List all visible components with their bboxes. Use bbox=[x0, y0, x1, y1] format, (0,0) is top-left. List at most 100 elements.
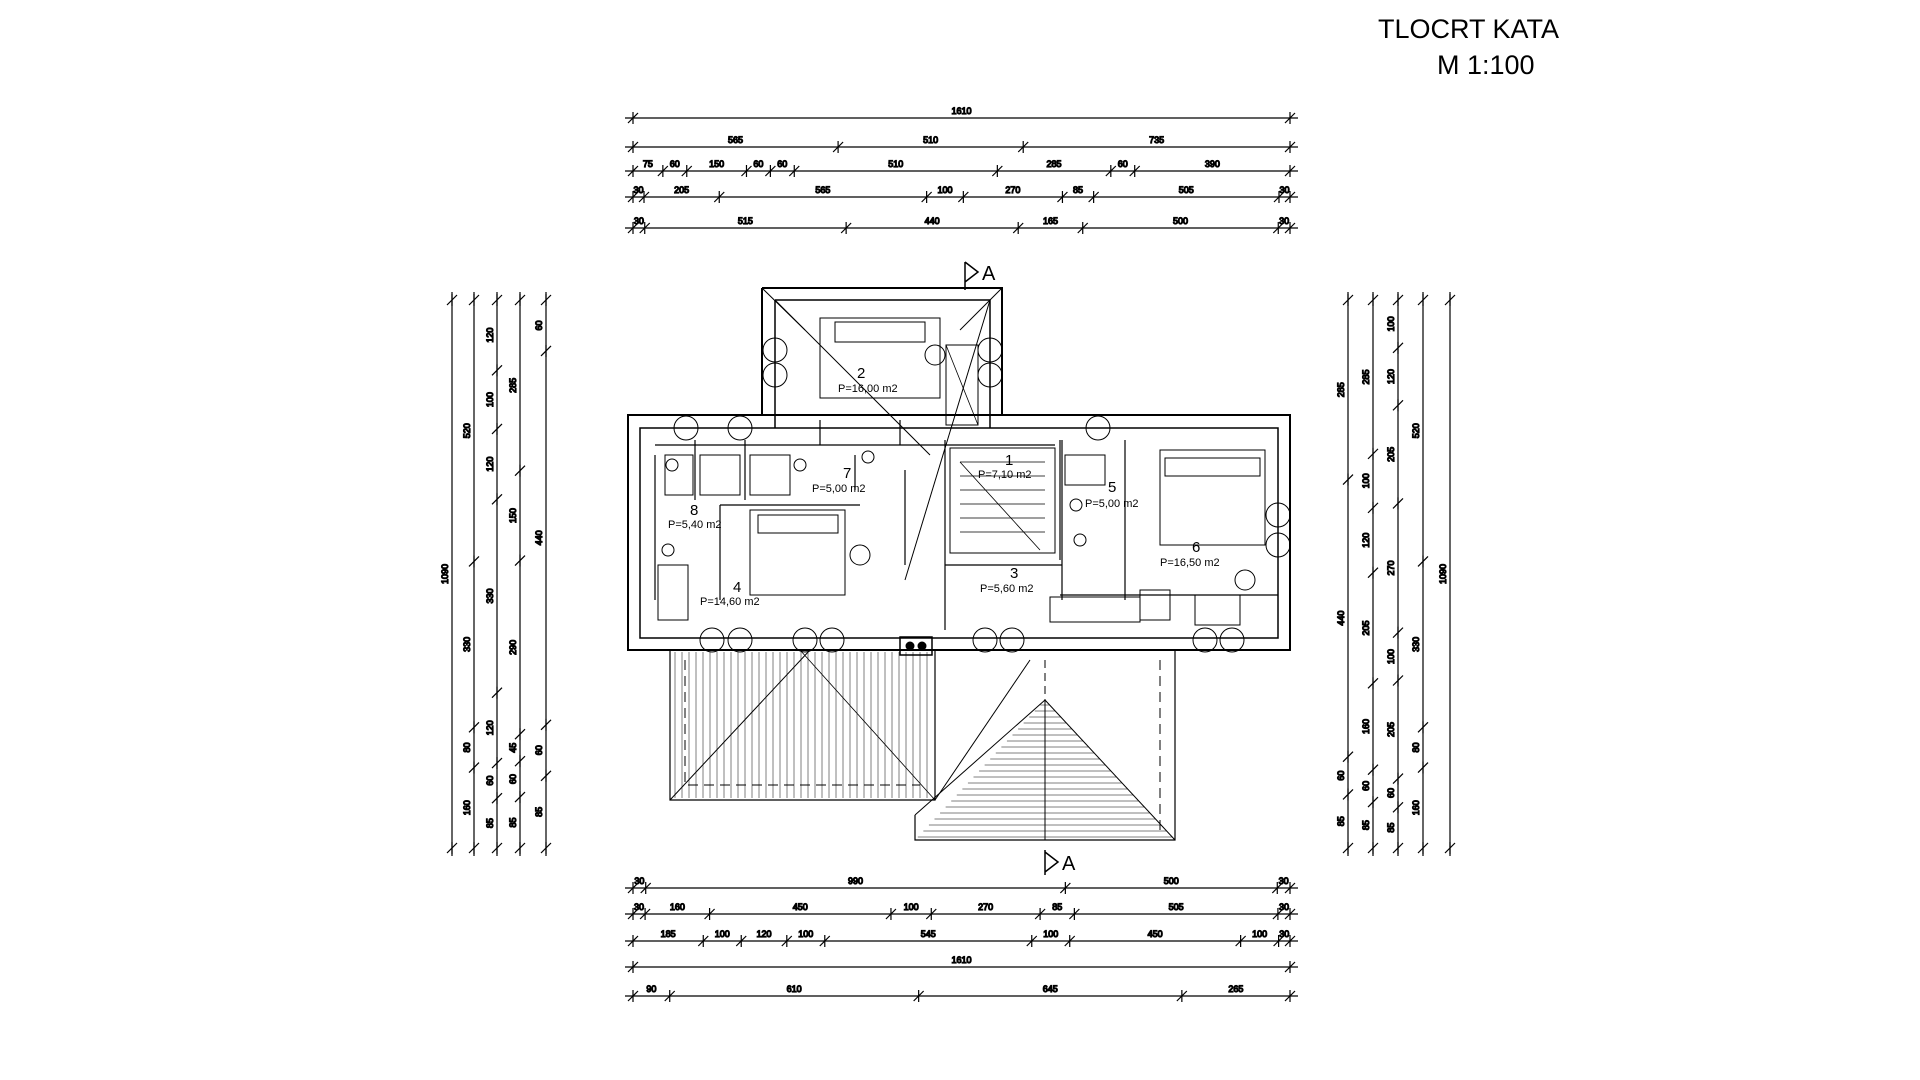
dimension-label: 285 bbox=[1336, 382, 1346, 397]
dimension-label: 30 bbox=[634, 902, 644, 912]
dimension-label: 100 bbox=[937, 185, 952, 195]
dimension-label: 265 bbox=[1228, 984, 1243, 994]
dimension-label: 85 bbox=[508, 818, 518, 828]
dimension-label: 120 bbox=[1361, 533, 1371, 548]
dimension-label: 285 bbox=[508, 378, 518, 393]
dimension-label: 30 bbox=[1279, 216, 1289, 226]
dimension-label: 160 bbox=[670, 902, 685, 912]
dimension-label: 205 bbox=[1361, 620, 1371, 635]
dimension-label: 205 bbox=[674, 185, 689, 195]
dimension-label: 160 bbox=[1361, 719, 1371, 734]
dimension-label: 610 bbox=[787, 984, 802, 994]
dimension-label: 120 bbox=[757, 929, 772, 939]
room-1-number: 1 bbox=[1005, 452, 1013, 469]
dimension-label: 150 bbox=[709, 159, 724, 169]
dimension-label: 30 bbox=[634, 876, 644, 886]
dimension-label: 160 bbox=[462, 800, 472, 815]
dimension-label: 30 bbox=[634, 216, 644, 226]
dimension-label: 440 bbox=[925, 216, 940, 226]
dimension-label: 60 bbox=[1336, 771, 1346, 781]
dimension-label: 45 bbox=[508, 743, 518, 753]
dimension-label: 80 bbox=[1411, 742, 1421, 752]
dimension-label: 500 bbox=[1173, 216, 1188, 226]
dimension-label: 330 bbox=[1411, 637, 1421, 652]
dimension-label: 60 bbox=[1386, 788, 1396, 798]
room-6-number: 6 bbox=[1192, 539, 1200, 556]
room-1-area: P=7,10 m2 bbox=[978, 469, 1032, 481]
dimension-label: 1610 bbox=[951, 955, 971, 965]
dimension-label: 290 bbox=[508, 640, 518, 655]
dimension-label: 1090 bbox=[1438, 564, 1448, 584]
dimension-label: 85 bbox=[534, 807, 544, 817]
dimension-label: 60 bbox=[753, 159, 763, 169]
dimension-label: 330 bbox=[485, 588, 495, 603]
dimension-label: 100 bbox=[1252, 929, 1267, 939]
dimension-label: 185 bbox=[661, 929, 676, 939]
room-5-area: P=5,00 m2 bbox=[1085, 498, 1139, 510]
dimension-label: 1090 bbox=[440, 564, 450, 584]
dimension-label: 60 bbox=[1118, 159, 1128, 169]
room-8-area: P=5,40 m2 bbox=[668, 519, 722, 531]
dimension-label: 100 bbox=[485, 392, 495, 407]
dimension-label: 120 bbox=[485, 720, 495, 735]
room-8-number: 8 bbox=[690, 502, 698, 519]
dimension-label: 30 bbox=[633, 185, 643, 195]
dimension-label: 60 bbox=[485, 776, 495, 786]
dimension-label: 120 bbox=[1386, 369, 1396, 384]
dimension-label: 30 bbox=[1279, 185, 1289, 195]
dimension-label: 565 bbox=[815, 185, 830, 195]
dimension-label: 270 bbox=[1386, 561, 1396, 576]
dimension-label: 520 bbox=[1411, 423, 1421, 438]
dimension-label: 565 bbox=[728, 135, 743, 145]
dimension-label: 390 bbox=[1205, 159, 1220, 169]
dimension-label: 735 bbox=[1149, 135, 1164, 145]
section-marker-top: A bbox=[982, 263, 996, 285]
dimension-label: 510 bbox=[923, 135, 938, 145]
dimension-label: 100 bbox=[798, 929, 813, 939]
dimension-label: 30 bbox=[1279, 929, 1289, 939]
dimension-label: 30 bbox=[1279, 902, 1289, 912]
dimension-label: 60 bbox=[508, 774, 518, 784]
dimension-label: 505 bbox=[1179, 185, 1194, 195]
dimension-label: 85 bbox=[1336, 816, 1346, 826]
dimension-label: 85 bbox=[1052, 902, 1062, 912]
dimension-label: 100 bbox=[904, 902, 919, 912]
dimension-label: 60 bbox=[777, 159, 787, 169]
dimension-label: 645 bbox=[1043, 984, 1058, 994]
dimension-label: 515 bbox=[738, 216, 753, 226]
dimension-label: 500 bbox=[1164, 876, 1179, 886]
dimension-label: 120 bbox=[485, 457, 495, 472]
dimension-label: 450 bbox=[793, 902, 808, 912]
dimension-label: 205 bbox=[1386, 447, 1396, 462]
drawing-scale: M 1:100 bbox=[1437, 50, 1535, 80]
dimension-label: 85 bbox=[485, 818, 495, 828]
room-3-number: 3 bbox=[1010, 565, 1018, 582]
dimension-label: 60 bbox=[1361, 781, 1371, 791]
dimension-label: 100 bbox=[1361, 473, 1371, 488]
dimension-label: 100 bbox=[1386, 316, 1396, 331]
dimension-label: 100 bbox=[1043, 929, 1058, 939]
dimension-label: 100 bbox=[1386, 649, 1396, 664]
room-3-area: P=5,60 m2 bbox=[980, 583, 1034, 595]
dimension-label: 75 bbox=[643, 159, 653, 169]
dimension-label: 85 bbox=[1073, 185, 1083, 195]
dimension-label: 520 bbox=[462, 423, 472, 438]
dimension-label: 440 bbox=[1336, 611, 1346, 626]
room-6-area: P=16,50 m2 bbox=[1160, 557, 1220, 569]
roof-terraces bbox=[669, 649, 1176, 841]
dimension-label: 30 bbox=[1279, 876, 1289, 886]
dimension-label: 60 bbox=[534, 320, 544, 330]
dimension-label: 60 bbox=[534, 745, 544, 755]
dimension-label: 120 bbox=[485, 328, 495, 343]
dimension-label: 150 bbox=[508, 508, 518, 523]
dimension-label: 85 bbox=[1361, 820, 1371, 830]
dimension-label: 60 bbox=[670, 159, 680, 169]
dimension-label: 450 bbox=[1148, 929, 1163, 939]
room-4-number: 4 bbox=[733, 579, 741, 596]
dimension-label: 165 bbox=[1043, 216, 1058, 226]
dimension-label: 90 bbox=[646, 984, 656, 994]
room-2-area: P=16,00 m2 bbox=[838, 383, 898, 395]
dimension-label: 80 bbox=[462, 742, 472, 752]
